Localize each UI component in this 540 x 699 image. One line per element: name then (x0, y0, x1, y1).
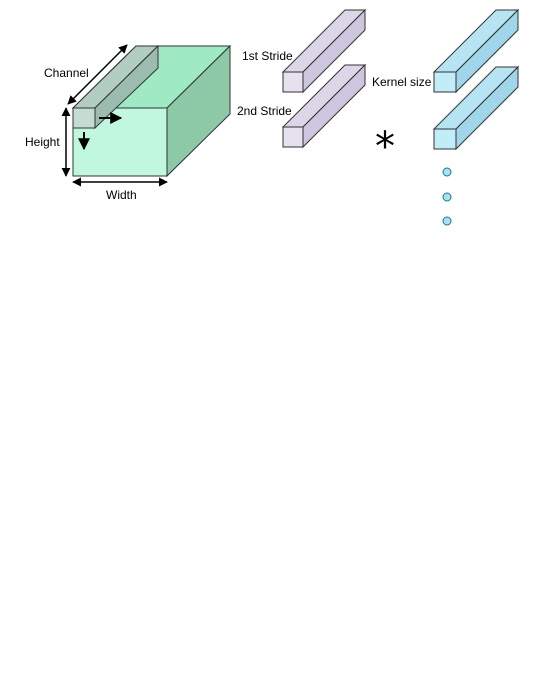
continuation-dot (442, 216, 452, 226)
kernel2-front-face (433, 128, 457, 150)
continuation-dot (442, 192, 452, 202)
continuation-dot (442, 167, 452, 177)
channel-dimension-arrow (67, 44, 128, 105)
first-stride-column (281, 8, 367, 94)
channel-label: Channel (44, 66, 89, 80)
stride2-front-face (282, 126, 304, 148)
kernel-column-1 (432, 8, 520, 94)
kernel1-front-face (433, 71, 457, 93)
second-stride-label: 2nd Stride (237, 104, 292, 118)
column-front-face (72, 107, 96, 129)
kernel-size-label: Kernel size (372, 75, 432, 89)
kernel-column-2 (432, 65, 520, 151)
convolution-operator: * (375, 124, 395, 170)
stride1-front-face (282, 71, 304, 93)
second-stride-column (281, 63, 367, 149)
height-label: Height (25, 135, 60, 149)
first-stride-label: 1st Stride (242, 49, 293, 63)
width-label: Width (106, 188, 137, 202)
ellipsis-dots-icon (442, 167, 452, 226)
